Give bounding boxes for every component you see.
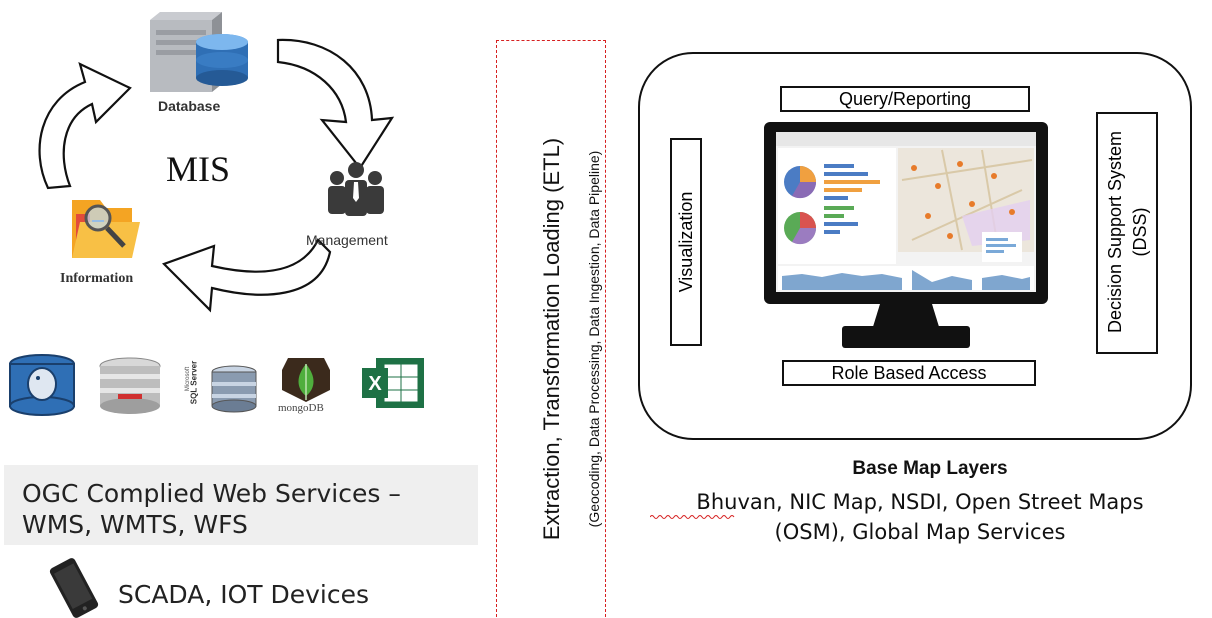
etl-box [496,40,606,617]
visualization-label: Visualization [676,191,696,293]
query-reporting-box: Query/Reporting [780,86,1030,112]
mis-cycle-diagram [38,12,395,313]
web-services-box: OGC Complied Web Services – WMS, WMTS, W… [4,465,478,545]
web-services-line2: WMS, WMTS, WFS [22,510,248,539]
visualization-box [670,138,702,346]
postgresql-icon [9,354,75,416]
web-services-line1: OGC Complied Web Services – [22,479,401,508]
etl-subtitle: (Geocoding, Data Processing, Data Ingest… [586,150,602,528]
base-map-title: Base Map Layers [852,458,1008,479]
cycle-arrow-right-down [276,38,395,170]
mobile-device-icon [49,558,99,618]
data-sources-row: X [9,354,424,416]
role-based-access-label: Role Based Access [831,363,987,383]
dss-line2: (DSS) [1130,207,1150,257]
role-based-access-box: Role Based Access [782,360,1036,386]
base-map-line2: (OSM), Global Map Services [774,520,1066,544]
dss-line1: Decision Support System [1105,130,1125,334]
cycle-arrow-left [161,238,332,313]
dashboard-frame [638,52,1192,440]
management-label: Management [306,232,388,248]
dss-box [1096,112,1158,354]
dashboard-monitor-illustration [764,122,1048,348]
cycle-arrow-up [38,61,132,190]
base-map-line1: Bhuvan, NIC Map, NSDI, Open Street Maps [696,490,1144,514]
management-people-icon [328,162,384,216]
sql-server-icon [211,365,257,413]
database-server-icon [150,12,248,92]
excel-icon: X [362,358,424,408]
mis-title: MIS [166,149,231,189]
mongodb-icon [282,358,330,402]
spellcheck-underline [650,515,735,519]
oracle-database-icon [99,357,161,414]
information-folder-icon [72,200,140,258]
database-label: Database [158,98,221,114]
mongodb-text: mongoDB [278,402,324,414]
information-label: Information [60,271,134,286]
scada-iot-label: SCADA, IOT Devices [118,580,370,609]
etl-title: Extraction, Transformation Loading (ETL) [539,137,564,541]
svg-text:X: X [368,373,382,395]
query-reporting-label: Query/Reporting [838,89,972,109]
sqlserver-text: SQL Server [189,360,199,405]
